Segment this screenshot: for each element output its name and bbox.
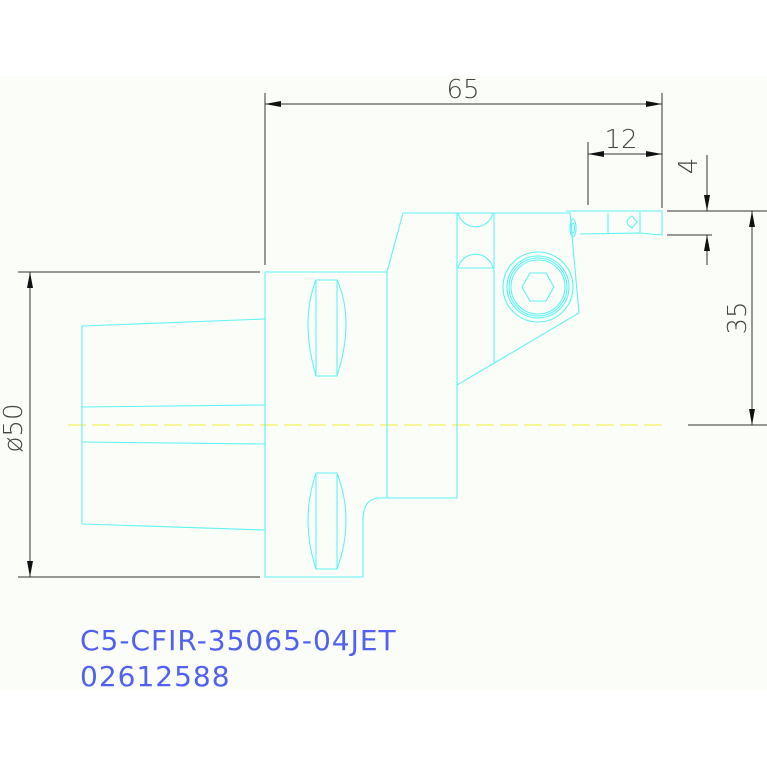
clamp-screw <box>502 251 574 323</box>
dimension-text: 35 <box>723 301 753 334</box>
tool-head <box>386 212 580 499</box>
flange <box>264 271 388 578</box>
dimension-offset: 4 <box>667 155 767 265</box>
dimension-text: 65 <box>446 75 479 105</box>
dimension-text: 12 <box>604 125 637 155</box>
drawing-background <box>0 76 767 690</box>
dimension-insert-length: 12 <box>587 125 662 205</box>
boring-bar-insert <box>566 210 663 238</box>
dimension-overall-length: 65 <box>264 75 663 265</box>
hex-socket-icon <box>521 272 555 302</box>
dimension-height: 35 <box>688 211 767 426</box>
dimension-text: ø50 <box>0 404 29 453</box>
dimension-text: 4 <box>674 158 704 175</box>
order-code: 02612588 <box>80 660 231 693</box>
dimension-diameter: ø50 <box>0 271 260 578</box>
part-number: C5-CFIR-35065-04JET <box>80 624 397 657</box>
